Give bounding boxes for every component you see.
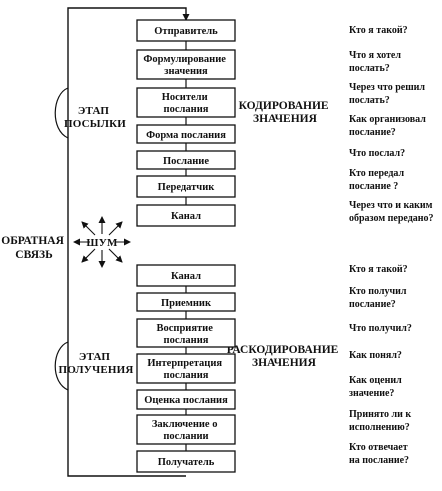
receive-stage-label: ЭТАП ПОЛУЧЕНИЯ (58, 351, 133, 376)
feedback-label: ОБРАТНАЯ СВЯЗЬ (1, 235, 67, 261)
noise-label-bg (90, 237, 115, 248)
box-label: Получатель (158, 457, 215, 468)
receive-box-6: Получатель (136, 450, 236, 473)
svg-text:Послание: Послание (163, 156, 209, 167)
send-box-5: Передатчик (136, 175, 236, 198)
svg-text:Интерпретация послания: Интерпретация послания (147, 358, 224, 381)
receive-question-0: Кто я такой? (349, 264, 408, 275)
receive-stage-bracket (54, 341, 69, 391)
send-question-6: Через что и каким образом передано? (349, 200, 435, 224)
box-label: значения (164, 66, 208, 77)
send-question-0: Кто я такой? (349, 25, 408, 36)
send-question-2: Через что решил послать? (349, 82, 428, 106)
noise-label: ШУМ (86, 237, 118, 249)
receive-box-4: Оценка послания (136, 389, 236, 410)
box-label: Канал (171, 271, 201, 282)
box-label: послания (164, 335, 209, 346)
send-box-0: Отправитель (136, 19, 236, 42)
feedback-loop (67, 7, 190, 477)
svg-text:Канал: Канал (171, 271, 201, 282)
send-box-6: Канал (136, 204, 236, 227)
svg-text:Форма послания: Форма послания (146, 130, 226, 141)
box-label: послания (164, 370, 209, 381)
box-label: Послание (163, 156, 209, 167)
receive-question-2: Что получил? (349, 323, 412, 334)
send-box-2: Носители послания (136, 87, 236, 118)
receive-box-1: Приемник (136, 292, 236, 312)
send-stage-label: ЭТАП ПОСЫЛКИ (64, 105, 126, 130)
box-label: Приемник (161, 298, 212, 309)
box-label: послании (163, 431, 208, 442)
send-box-1: Формулирование значения (136, 49, 236, 80)
receive-question-6: Кто отвечает на послание? (349, 442, 410, 466)
receive-box-5: Заключение о послании (136, 414, 236, 445)
box-label: Оценка послания (144, 395, 228, 406)
feedback-loop-line (67, 7, 190, 477)
svg-text:Оценка послания: Оценка послания (144, 395, 228, 406)
receive-question-4: Как оценил значение? (349, 375, 404, 399)
box-label: послания (164, 104, 209, 115)
receive-box-3: Интерпретация послания (136, 353, 236, 384)
receive-question-1: Кто получил послание? (349, 286, 409, 310)
box-label: Восприятие (156, 323, 213, 334)
svg-text:Заключение о послании: Заключение о послании (152, 419, 220, 442)
box-label: Форма послания (146, 130, 226, 141)
decoding-label: РАСКОДИРОВАНИЕ ЗНАЧЕНИЯ (227, 344, 341, 369)
svg-text:Получатель: Получатель (158, 457, 215, 468)
send-box-3: Форма послания (136, 124, 236, 144)
svg-text:Формулирование значения: Формулирование значения (143, 54, 228, 77)
send-question-1: Что я хотел послать? (349, 50, 403, 74)
send-question-3: Как организовал послание? (349, 114, 428, 138)
svg-text:Передатчик: Передатчик (158, 182, 216, 193)
encoding-label: КОДИРОВАНИЕ ЗНАЧЕНИЯ (239, 100, 332, 125)
box-label: Интерпретация (147, 358, 222, 369)
receive-box-0: Канал (136, 264, 236, 287)
box-label: Передатчик (158, 182, 216, 193)
box-label: Заключение о (152, 419, 218, 430)
svg-text:Отправитель: Отправитель (154, 26, 218, 37)
svg-text:Восприятие послания: Восприятие послания (156, 323, 215, 346)
send-question-4: Что послал? (349, 148, 405, 159)
box-label: Формулирование (143, 54, 226, 65)
receive-box-2: Восприятие послания (136, 318, 236, 348)
box-label: Носители (162, 92, 208, 103)
send-stage-bracket (54, 87, 69, 139)
box-label: Отправитель (154, 26, 218, 37)
box-label: Канал (171, 211, 201, 222)
send-box-4: Послание (136, 150, 236, 170)
send-question-5: Кто передал послание ? (349, 168, 407, 192)
receive-question-5: Принято ли к исполнению? (349, 409, 414, 433)
svg-text:Приемник: Приемник (161, 298, 212, 309)
svg-text:Канал: Канал (171, 211, 201, 222)
svg-text:Носители послания: Носители послания (162, 92, 211, 115)
receive-question-3: Как понял? (349, 350, 402, 361)
